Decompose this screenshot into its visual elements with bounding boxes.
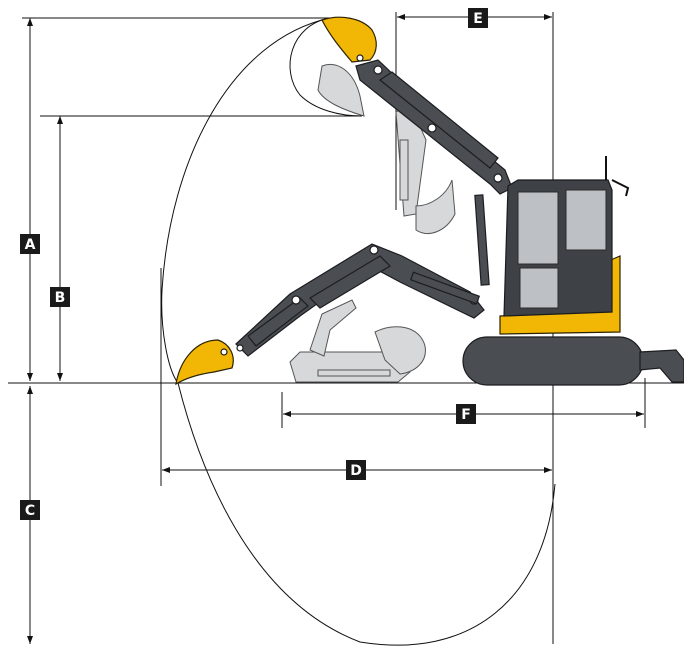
dimension-label-f-text: F [461, 407, 471, 423]
dimension-label-d: D [346, 460, 366, 480]
top-envelope-curve [289, 17, 363, 117]
bucket-raised [321, 16, 377, 63]
dimension-label-f: F [456, 404, 476, 424]
dimension-label-a: A [20, 234, 40, 254]
ghost-arm-folded [289, 299, 426, 383]
cab-window-side [565, 189, 607, 251]
dozer-blade [639, 349, 684, 383]
cab-door-window [519, 267, 559, 309]
dimension-label-c: C [20, 500, 40, 520]
dimension-label-c-text: C [25, 503, 35, 519]
dimension-label-e: E [468, 8, 488, 28]
dimension-label-b: B [50, 287, 70, 307]
dimension-label-e-text: E [473, 11, 483, 27]
bucket-lowered [175, 339, 234, 386]
dimension-label-a-text: A [25, 237, 36, 253]
ghost-arm-raised [395, 103, 456, 234]
cab-window-front [517, 191, 559, 265]
reach-envelope [161, 17, 556, 646]
hydraulic-cylinders [409, 194, 490, 305]
dimension-label-d-text: D [350, 463, 362, 479]
dimension-label-b-text: B [55, 290, 66, 306]
digging-envelope-curve [161, 17, 556, 646]
dimension-labels: A B C D E F [20, 8, 488, 520]
excavator-body [462, 156, 684, 386]
boom-lowered [175, 243, 485, 386]
boom-raised [317, 16, 513, 195]
crawler-track [462, 336, 644, 386]
